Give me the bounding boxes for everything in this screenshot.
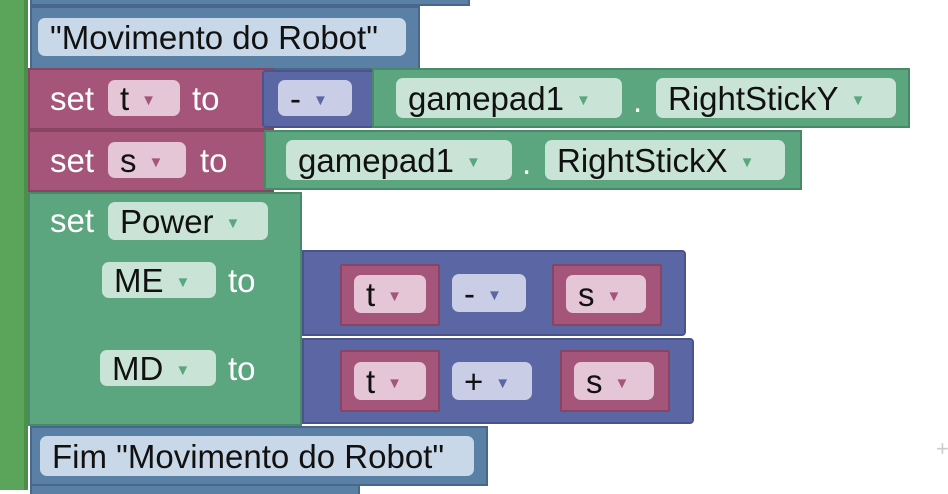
dropdown-arrow-icon: ▼: [487, 286, 502, 304]
operator-dropdown-minus[interactable]: - ▼: [452, 274, 526, 312]
gamepad-dropdown[interactable]: gamepad1 ▼: [396, 78, 622, 118]
dropdown-arrow-icon: ▼: [225, 214, 241, 232]
power-name: Power: [120, 202, 214, 240]
variable-dropdown-s[interactable]: s ▼: [574, 362, 654, 400]
dropdown-arrow-icon: ▼: [387, 287, 403, 305]
variable-dropdown-t[interactable]: t ▼: [354, 362, 426, 400]
gamepad-name: gamepad1: [298, 141, 454, 179]
motor-dropdown-md[interactable]: MD ▼: [100, 350, 216, 386]
next-block-edge[interactable]: [30, 484, 360, 494]
property-name: RightStickX: [557, 141, 728, 179]
operator-symbol: +: [464, 362, 484, 400]
variable-dropdown-t[interactable]: t ▼: [354, 275, 426, 313]
property-name: RightStickY: [668, 79, 839, 117]
set-keyword: set: [50, 80, 95, 117]
to-keyword: to: [192, 80, 220, 117]
variable-name: t: [366, 275, 376, 313]
variable-dropdown-t[interactable]: t ▼: [108, 80, 180, 116]
dropdown-arrow-icon: ▼: [850, 91, 866, 109]
set-keyword: set: [50, 142, 95, 179]
operator-dropdown-negate[interactable]: - ▼: [278, 80, 352, 116]
workspace-corner-icon: +: [936, 436, 948, 461]
dropdown-arrow-icon: ▼: [739, 153, 755, 171]
dropdown-arrow-icon: ▼: [313, 91, 328, 109]
operator-symbol: -: [464, 274, 475, 312]
to-keyword: to: [228, 262, 256, 299]
dropdown-arrow-icon: ▼: [465, 153, 481, 171]
workspace-gutter-edge: [24, 0, 28, 490]
dropdown-arrow-icon: ▼: [148, 153, 164, 171]
operator-dropdown-plus[interactable]: + ▼: [452, 362, 532, 400]
property-dropdown-rightsticky[interactable]: RightStickY ▼: [656, 78, 896, 118]
set-t-block[interactable]: [28, 68, 274, 130]
dropdown-arrow-icon: ▼: [387, 374, 403, 392]
workspace-gutter: [0, 0, 24, 490]
motor-dropdown-me[interactable]: ME ▼: [102, 262, 216, 298]
dropdown-arrow-icon: ▼: [614, 374, 630, 392]
power-dropdown[interactable]: Power ▼: [108, 202, 268, 240]
dropdown-arrow-icon: ▼: [495, 374, 511, 392]
variable-name: t: [366, 362, 376, 400]
variable-name: s: [578, 275, 595, 313]
dropdown-arrow-icon: ▼: [606, 287, 622, 305]
dot-separator: .: [633, 82, 643, 119]
property-dropdown-rightstickx[interactable]: RightStickX ▼: [545, 140, 785, 180]
variable-name: t: [120, 79, 130, 117]
to-keyword: to: [200, 142, 228, 179]
dropdown-arrow-icon: ▼: [575, 91, 591, 109]
comment-text-field[interactable]: Fim "Movimento do Robot": [40, 436, 474, 476]
dropdown-arrow-icon: ▼: [141, 91, 157, 109]
to-keyword: to: [228, 350, 256, 387]
motor-name: MD: [112, 349, 164, 387]
variable-name: s: [586, 362, 603, 400]
gamepad-dropdown[interactable]: gamepad1 ▼: [286, 140, 512, 180]
comment-text-field[interactable]: "Movimento do Robot": [38, 18, 406, 56]
motor-name: ME: [114, 261, 164, 299]
previous-block-edge[interactable]: [30, 0, 470, 6]
dot-separator: .: [522, 144, 532, 181]
variable-dropdown-s[interactable]: s ▼: [566, 275, 646, 313]
dropdown-arrow-icon: ▼: [175, 273, 191, 291]
variable-dropdown-s[interactable]: s ▼: [108, 142, 186, 178]
variable-name: s: [120, 141, 137, 179]
operator-symbol: -: [290, 79, 301, 117]
comment-text: Fim "Movimento do Robot": [52, 437, 445, 475]
comment-text: "Movimento do Robot": [50, 18, 378, 56]
set-keyword: set: [50, 202, 95, 239]
gamepad-name: gamepad1: [408, 79, 564, 117]
dropdown-arrow-icon: ▼: [175, 361, 191, 379]
